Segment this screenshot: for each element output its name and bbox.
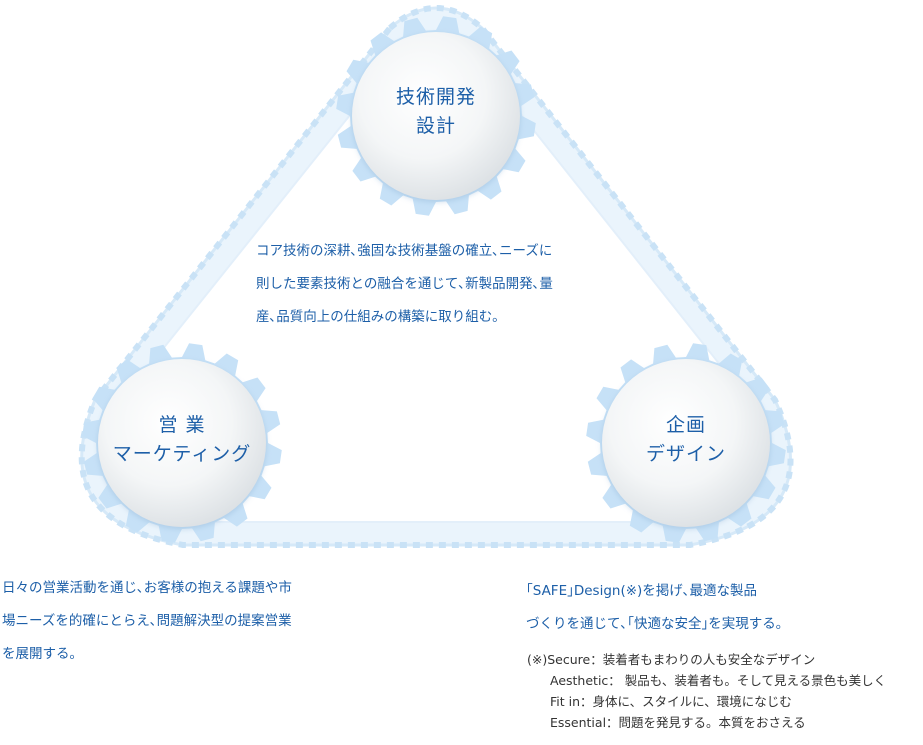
gear-right-label-line2: デザイン xyxy=(645,443,726,465)
top-description-line: 産､品質向上の仕組みの構築に取り組む｡ xyxy=(256,309,499,325)
gear-top-face xyxy=(352,32,520,200)
gear-left-face xyxy=(98,359,266,527)
left-description-line: を展開する｡ xyxy=(2,646,77,662)
gear-left-label: 営 業 マーケティング xyxy=(92,411,272,469)
left-description: 日々の営業活動を通じ､お客様の抱える課題や市 場ニーズを的確にとらえ､問題解決型… xyxy=(2,572,292,671)
gear-right-face xyxy=(602,359,770,527)
note-line-secure: (※)Secure：装着者もまわりの人も安全なデザイン xyxy=(527,652,816,667)
gear-top xyxy=(336,16,536,216)
belt-teeth xyxy=(78,5,794,548)
top-description-line: 則した要素技術との融合を通じて､新製品開発､量 xyxy=(256,276,553,292)
left-description-line: 日々の営業活動を通じ､お客様の抱える課題や市 xyxy=(2,580,292,596)
note-line-aesthetic: Aesthetic： 製品も、装着者も。そして見える景色も美しく xyxy=(550,673,887,688)
gear-left-label-line1: 営 業 xyxy=(158,414,206,436)
gear-left xyxy=(82,343,282,543)
gear-left-label-line2: マーケティング xyxy=(112,443,252,465)
note-line-fit-in: Fit in：身体に、スタイルに、環境になじむ xyxy=(550,694,792,709)
gear-right-label-line1: 企画 xyxy=(665,414,706,436)
gear-top-label-line1: 技術開発 xyxy=(395,86,476,108)
gear-right xyxy=(586,343,786,543)
gear-top-label-line2: 設計 xyxy=(415,115,456,137)
top-description-line: コア技術の深耕､強固な技術基盤の確立､ニーズに xyxy=(256,243,553,259)
right-description-line: ｢SAFE｣Design(※)を掲げ､最適な製品 xyxy=(526,583,758,599)
left-description-line: 場ニーズを的確にとらえ､問題解決型の提案営業 xyxy=(2,613,292,629)
right-description: ｢SAFE｣Design(※)を掲げ､最適な製品 づくりを通じて､｢快適な安全｣… xyxy=(526,575,783,641)
note-line-essential: Essential：問題を発見する。本質をおさえる xyxy=(550,715,806,730)
top-description: コア技術の深耕､強固な技術基盤の確立､ニーズに 則した要素技術との融合を通じて､… xyxy=(256,235,553,334)
safe-design-notes: (※)Secure：装着者もまわりの人も安全なデザイン Aesthetic： 製… xyxy=(527,649,886,733)
gear-right-label: 企画 デザイン xyxy=(626,411,746,469)
right-description-line: づくりを通じて､｢快適な安全｣を実現する｡ xyxy=(526,616,783,632)
gear-top-label: 技術開発 設計 xyxy=(376,83,496,141)
